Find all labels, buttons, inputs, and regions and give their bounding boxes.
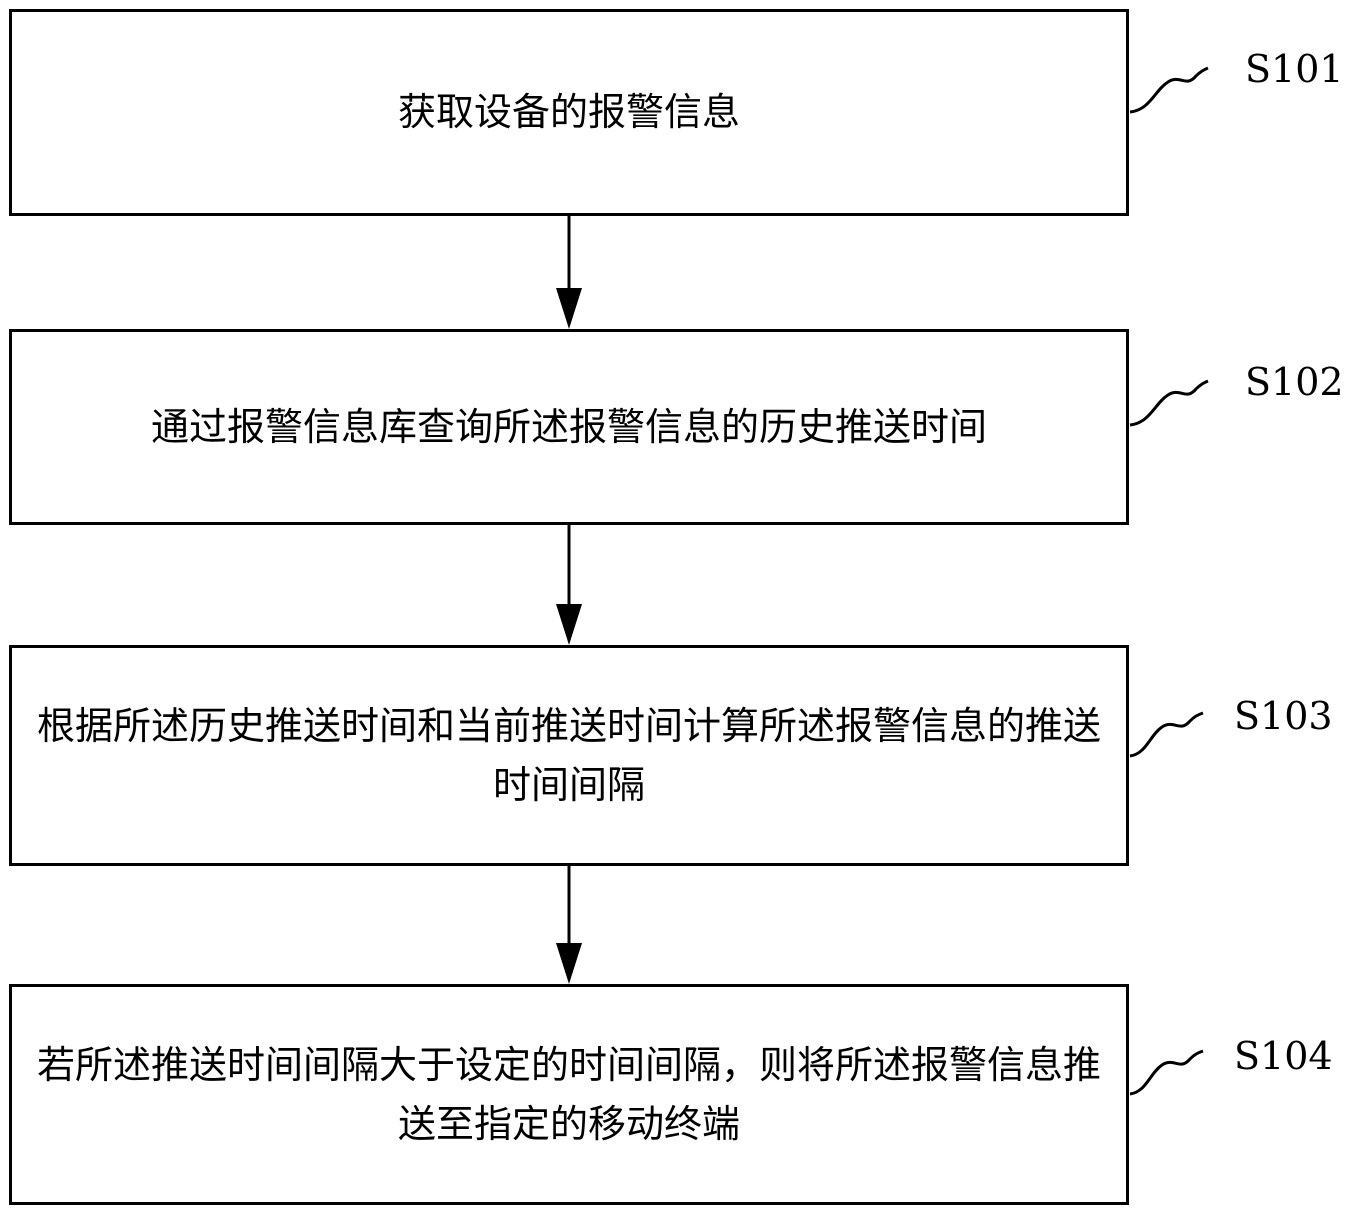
arrow-s101-s102 [556,216,582,329]
leader-s101 [1129,66,1209,114]
step-text-s101: 获取设备的报警信息 [397,90,740,135]
step-box-s102: 通过报警信息库查询所述报警信息的历史推送时间 [9,329,1129,525]
step-text-s102: 通过报警信息库查询所述报警信息的历史推送时间 [150,404,987,449]
step-label-s101: S101 [1245,47,1344,91]
step-box-s103: 根据所述历史推送时间和当前推送时间计算所述报警信息的推送时间间隔 [9,645,1129,866]
step-label-s102: S102 [1245,360,1344,404]
leader-s104 [1129,1049,1204,1096]
step-box-s104: 若所述推送时间间隔大于设定的时间间隔，则将所述报警信息推送至指定的移动终端 [9,984,1129,1205]
step-text-s103: 根据所述历史推送时间和当前推送时间计算所述报警信息的推送时间间隔 [36,703,1101,807]
leader-s103 [1129,711,1204,758]
step-box-s101: 获取设备的报警信息 [9,9,1129,216]
arrow-head [556,943,582,984]
arrow-s103-s104 [556,866,582,984]
leader-s102 [1129,379,1209,427]
arrow-s102-s103 [556,525,582,645]
arrow-head [556,604,582,645]
step-text-s104: 若所述推送时间间隔大于设定的时间间隔，则将所述报警信息推送至指定的移动终端 [36,1042,1101,1146]
step-label-s103: S103 [1234,694,1333,738]
step-label-s104: S104 [1234,1034,1333,1078]
arrow-head [556,288,582,329]
